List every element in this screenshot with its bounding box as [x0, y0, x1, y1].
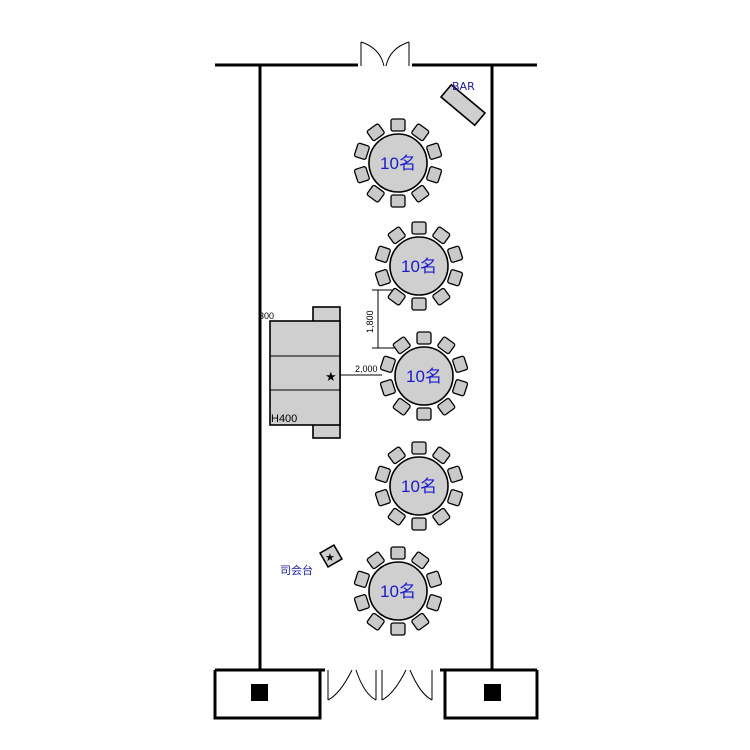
chair	[411, 441, 427, 455]
chair	[392, 336, 411, 355]
chair	[353, 570, 370, 588]
chair	[411, 551, 430, 570]
mc-star-mark: ★	[325, 552, 335, 564]
chair	[432, 226, 451, 245]
chair	[387, 507, 406, 526]
chair	[426, 142, 443, 160]
chair	[432, 507, 451, 526]
mc-podium: ★ 司会台	[280, 543, 344, 577]
stage-width-label: 300	[259, 311, 274, 321]
table-capacity-label: 10名	[380, 582, 416, 601]
chair	[366, 184, 385, 203]
chair	[411, 123, 430, 142]
table-capacity-label: 10名	[401, 257, 437, 276]
stage-height-label: H400	[271, 413, 297, 425]
chair	[432, 446, 451, 465]
dim-vertical-label: 1,800	[365, 310, 375, 333]
table-top	[389, 456, 449, 516]
round-table[interactable]: 10名	[374, 221, 464, 311]
chair	[374, 269, 391, 287]
chair	[411, 184, 430, 203]
chair	[411, 297, 427, 311]
bar-label: BAR	[452, 80, 475, 93]
chair	[387, 287, 406, 306]
chair	[437, 336, 456, 355]
chair	[411, 221, 427, 235]
chair	[447, 245, 464, 263]
chair	[452, 355, 469, 373]
chair	[452, 379, 469, 397]
mc-podium-label: 司会台	[280, 563, 313, 577]
column-left	[251, 684, 268, 701]
room-walls	[215, 63, 537, 672]
chair	[366, 612, 385, 631]
chair	[366, 551, 385, 570]
chair	[387, 226, 406, 245]
chair	[447, 465, 464, 483]
table-capacity-label: 10名	[406, 367, 442, 386]
chair	[432, 287, 451, 306]
chair	[437, 397, 456, 416]
chair	[390, 546, 406, 560]
chair	[447, 489, 464, 507]
table-top	[368, 133, 428, 193]
bottom-right-alcove	[443, 670, 539, 720]
chair	[411, 612, 430, 631]
chair	[426, 166, 443, 184]
chair	[392, 397, 411, 416]
chair	[366, 123, 385, 142]
stage: 300 H400 ★	[259, 306, 341, 439]
chair	[379, 379, 396, 397]
table-top	[394, 346, 454, 406]
chair	[390, 194, 406, 208]
round-tables: 10名 10名 10名 10名 10名	[353, 118, 469, 636]
chair	[379, 355, 396, 373]
chair	[387, 446, 406, 465]
chair	[447, 269, 464, 287]
chair	[353, 166, 370, 184]
stage-star-mark: ★	[325, 369, 337, 384]
table-capacity-label: 10名	[380, 154, 416, 173]
chair	[426, 570, 443, 588]
dim-horizontal-label: 2,000	[355, 364, 378, 374]
chair	[426, 594, 443, 612]
chair	[390, 622, 406, 636]
round-table[interactable]: 10名	[374, 441, 464, 531]
table-top	[368, 561, 428, 621]
table-capacity-label: 10名	[401, 477, 437, 496]
chair	[374, 489, 391, 507]
chair	[390, 118, 406, 132]
column-right	[484, 684, 501, 701]
round-table[interactable]: 10名	[353, 118, 443, 208]
bottom-entrance-doors[interactable]	[327, 669, 433, 701]
chair	[411, 517, 427, 531]
bar-counter: BAR	[439, 80, 487, 127]
chair	[374, 245, 391, 263]
top-entrance-door[interactable]	[360, 41, 410, 67]
round-table[interactable]: 10名	[353, 546, 443, 636]
round-table[interactable]: 10名	[379, 331, 469, 421]
chair	[353, 142, 370, 160]
chair	[416, 331, 432, 345]
chair	[374, 465, 391, 483]
bottom-left-alcove	[213, 670, 322, 720]
table-top	[389, 236, 449, 296]
chair	[416, 407, 432, 421]
chair	[353, 594, 370, 612]
